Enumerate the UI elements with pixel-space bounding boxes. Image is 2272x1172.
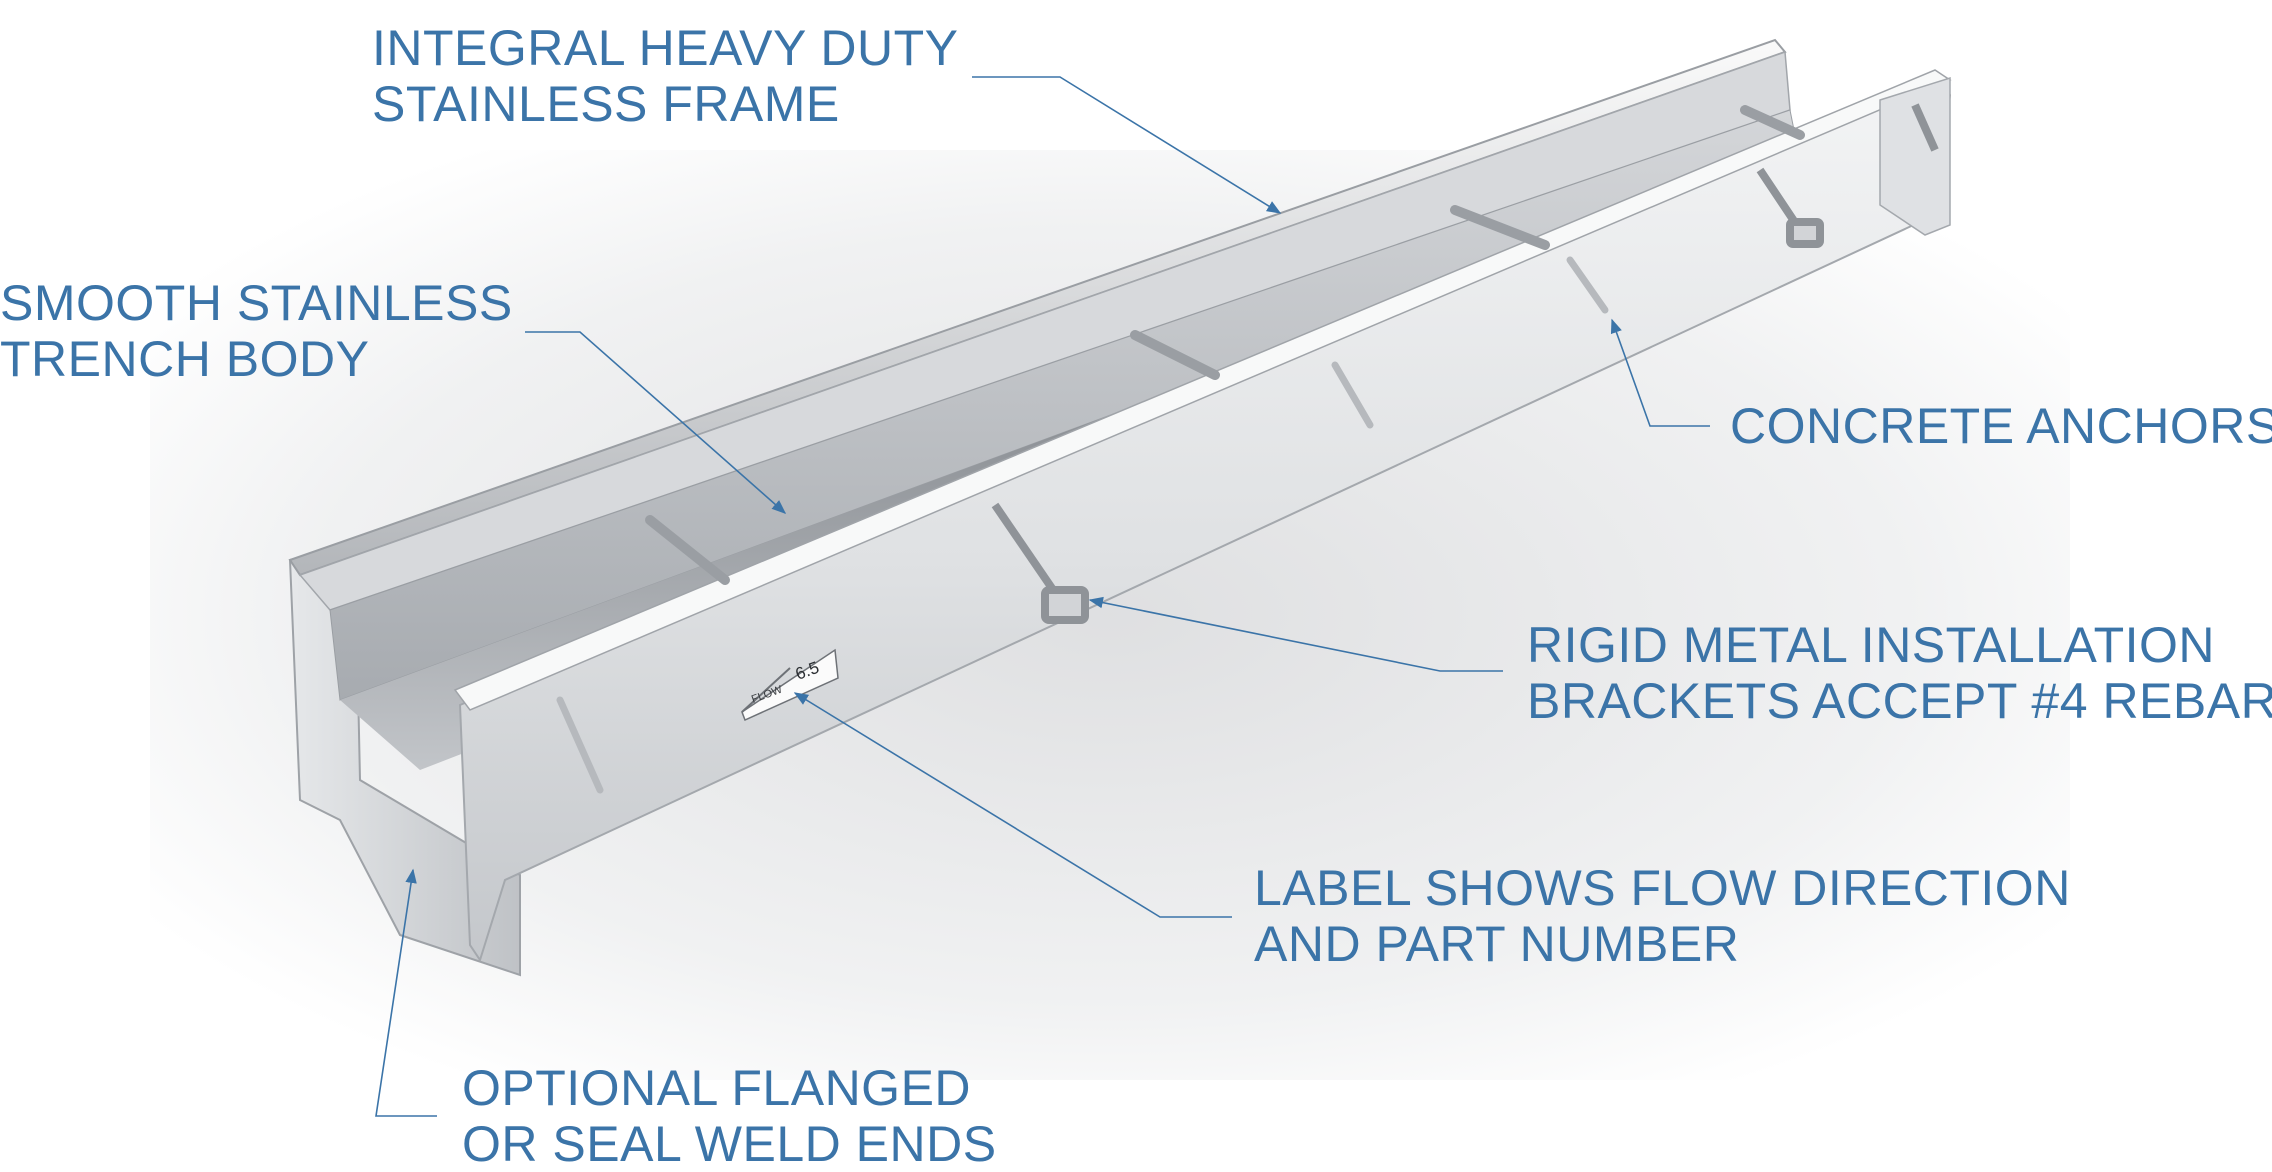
callout-weld-ends: OPTIONAL FLANGED OR SEAL WELD ENDS	[462, 1060, 997, 1172]
callout-body-line2: TRENCH BODY	[0, 331, 370, 387]
cross-braces	[645, 105, 1805, 585]
installation-brackets	[991, 103, 1939, 624]
callout-brackets-line1: RIGID METAL INSTALLATION	[1527, 617, 2216, 673]
callout-frame-line1: INTEGRAL HEAVY DUTY	[372, 20, 959, 76]
leader-lines	[375, 76, 1710, 1117]
callout-brackets-line2: BRACKETS ACCEPT #4 REBAR	[1527, 673, 2272, 729]
callout-label-line2: AND PART NUMBER	[1254, 916, 1740, 972]
callout-ends-line1: OPTIONAL FLANGED	[462, 1060, 972, 1116]
concrete-anchors	[556, 256, 1609, 794]
callout-concrete-anchors: CONCRETE ANCHORS	[1730, 398, 2272, 454]
callout-label-line1: LABEL SHOWS FLOW DIRECTION	[1254, 860, 2071, 916]
callout-body-line1: SMOOTH STAINLESS	[0, 275, 513, 331]
leader-brackets	[1088, 596, 1503, 672]
callout-anchors-line1: CONCRETE ANCHORS	[1730, 398, 2272, 454]
callout-trench-body: SMOOTH STAINLESS TRENCH BODY	[0, 275, 513, 387]
leader-ends	[375, 868, 437, 1117]
right-end-plate	[1879, 76, 1951, 236]
leader-anchors	[1610, 318, 1710, 427]
callout-frame-line2: STAINLESS FRAME	[372, 76, 840, 132]
leader-label	[793, 692, 1232, 918]
callout-stainless-frame: INTEGRAL HEAVY DUTY STAINLESS FRAME	[372, 20, 958, 132]
part-number-label	[741, 648, 839, 722]
callout-flow-label: LABEL SHOWS FLOW DIRECTION AND PART NUMB…	[1254, 860, 2071, 972]
callout-installation-brackets: RIGID METAL INSTALLATION BRACKETS ACCEPT…	[1527, 617, 2272, 729]
callout-ends-line2: OR SEAL WELD ENDS	[462, 1116, 997, 1172]
leader-frame	[972, 76, 1282, 214]
leader-body	[525, 331, 787, 514]
